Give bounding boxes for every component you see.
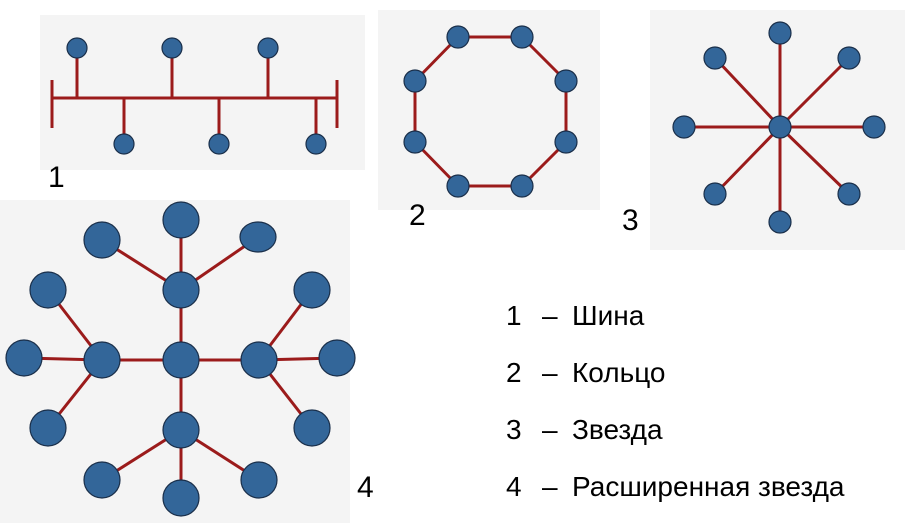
legend-dash: – (542, 300, 558, 331)
legend-label: Звезда (572, 414, 663, 445)
legend-number: 2 (506, 357, 522, 388)
star-leaf-node (768, 210, 792, 234)
extended-star-leaf-node (5, 339, 43, 377)
ring-node (554, 69, 578, 93)
bus-node (113, 133, 135, 155)
extended-star-hub-node (162, 271, 200, 309)
extended-star-topology (5, 201, 356, 517)
extended-star-leaf-node (29, 271, 67, 309)
bus-node (208, 133, 230, 155)
ring-node (403, 130, 427, 154)
extended-star-hub-node (240, 341, 278, 379)
extended-star-number: 4 (357, 471, 374, 504)
legend-number: 4 (506, 471, 522, 502)
bus-node (257, 37, 279, 59)
extended-star-leaf-node (240, 461, 278, 499)
star-leaf-node (862, 115, 886, 139)
extended-star-leaf-node (83, 461, 121, 499)
extended-star-leaf-node (29, 409, 67, 447)
extended-star-center-node (162, 341, 200, 379)
legend-label: Расширенная звезда (572, 471, 845, 502)
star-leaf-node (837, 182, 861, 206)
star-leaf-node (703, 182, 727, 206)
star-hub-node (768, 115, 792, 139)
ring-topology (403, 25, 578, 198)
ring-node (510, 25, 534, 49)
extended-star-leaf-node (239, 221, 277, 253)
legend-dash: – (542, 471, 558, 502)
star-leaf-node (837, 46, 861, 70)
star-leaf-node (703, 46, 727, 70)
extended-star-leaf-node (293, 271, 331, 309)
ring-node (446, 174, 470, 198)
bus-topology (50, 37, 339, 155)
legend-number: 3 (506, 414, 522, 445)
star-leaf-node (672, 115, 696, 139)
bus-node (305, 133, 327, 155)
ring-node (446, 25, 470, 49)
legend-item: 3 – Звезда (506, 414, 663, 445)
star-topology (672, 21, 886, 234)
ring-number: 2 (409, 199, 426, 232)
legend-item: 1 – Шина (506, 300, 645, 331)
bus-node (66, 37, 88, 59)
legend-dash: – (542, 357, 558, 388)
bus-number: 1 (48, 161, 65, 194)
extended-star-leaf-node (162, 479, 200, 517)
legend-number: 1 (506, 300, 522, 331)
ring-node (554, 130, 578, 154)
star-spoke-line (778, 56, 851, 129)
ring-node (403, 69, 427, 93)
legend: 1 – Шина 2 – Кольцо 3 – Звезда 4 – Расши… (506, 300, 845, 502)
legend-item: 2 – Кольцо (506, 357, 666, 388)
ring-node (510, 174, 534, 198)
extended-star-leaf-node (83, 221, 121, 259)
legend-label: Кольцо (572, 357, 666, 388)
star-number: 3 (622, 204, 639, 237)
extended-star-leaf-node (318, 339, 356, 377)
star-spoke-line (713, 125, 782, 196)
legend-dash: – (542, 414, 558, 445)
extended-star-hub-node (162, 411, 200, 449)
legend-item: 4 – Расширенная звезда (506, 471, 845, 502)
star-leaf-node (768, 21, 792, 45)
star-spoke-line (713, 56, 782, 129)
extended-star-leaf-node (293, 409, 331, 447)
bus-node (161, 37, 183, 59)
star-spoke-line (778, 125, 851, 196)
legend-label: Шина (572, 300, 645, 331)
extended-star-leaf-node (162, 201, 200, 239)
extended-star-hub-node (83, 341, 121, 379)
